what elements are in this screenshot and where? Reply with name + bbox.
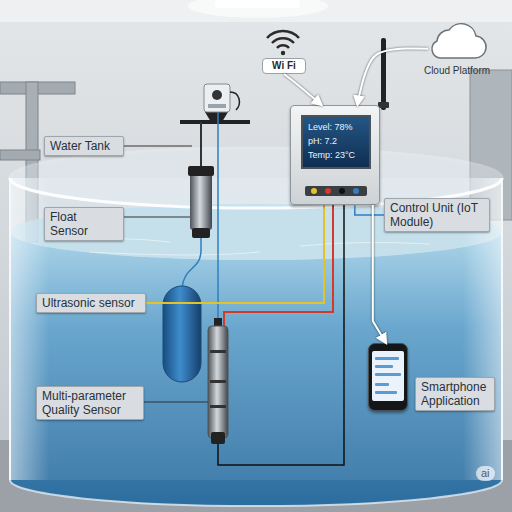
- app-chart-bar: [375, 391, 397, 394]
- cloud-outline: [432, 24, 486, 58]
- part-label-box: Ultrasonic sensor: [36, 293, 146, 313]
- part-label-box: Water Tank: [44, 136, 124, 156]
- connector: [373, 205, 386, 343]
- wifi-badge: Wi Fi: [262, 58, 306, 74]
- terminal-strip: [305, 186, 367, 196]
- app-chart-bar: [375, 383, 389, 386]
- app-chart-bar: [375, 357, 399, 360]
- connector: [358, 48, 429, 105]
- cloud-icon: Cloud Platform: [424, 18, 490, 62]
- label-text: Control Unit (IoT Module): [390, 201, 484, 229]
- part-label-box: Multi-parameter Quality Sensor: [36, 386, 144, 420]
- app-chart-bar: [375, 365, 393, 368]
- app-chart-bar: [375, 373, 401, 376]
- part-label-box: Control Unit (IoT Module): [384, 198, 490, 232]
- phone-screen: [372, 351, 404, 401]
- screen-reading: Level: 78%: [308, 120, 364, 134]
- connector: [355, 205, 384, 215]
- label-text: Multi-parameter Quality Sensor: [42, 389, 138, 417]
- connector: [284, 74, 322, 105]
- label-text: Float Sensor: [50, 210, 118, 238]
- control-unit: Level: 78%pH: 7.2Temp: 23°C: [290, 105, 380, 205]
- watermark: ai: [476, 466, 495, 481]
- label-text: Ultrasonic sensor: [42, 296, 140, 310]
- terminal-pin: [339, 188, 345, 194]
- screen-reading: pH: 7.2: [308, 134, 364, 148]
- part-label-box: Float Sensor: [44, 207, 124, 241]
- smartphone: Smartphone Application: [368, 343, 408, 411]
- terminal-pin: [311, 188, 317, 194]
- lcd-screen: Level: 78%pH: 7.2Temp: 23°C: [301, 115, 371, 169]
- cloud-shape: [424, 18, 490, 62]
- cloud-label: Cloud Platform: [412, 65, 502, 77]
- app-label: Smartphone Application: [415, 377, 495, 411]
- terminal-pin: [325, 188, 331, 194]
- label-text: Water Tank: [50, 139, 118, 153]
- screen-reading: Temp: 23°C: [308, 148, 364, 162]
- terminal-pin: [353, 188, 359, 194]
- wifi-label: Wi Fi: [263, 59, 305, 73]
